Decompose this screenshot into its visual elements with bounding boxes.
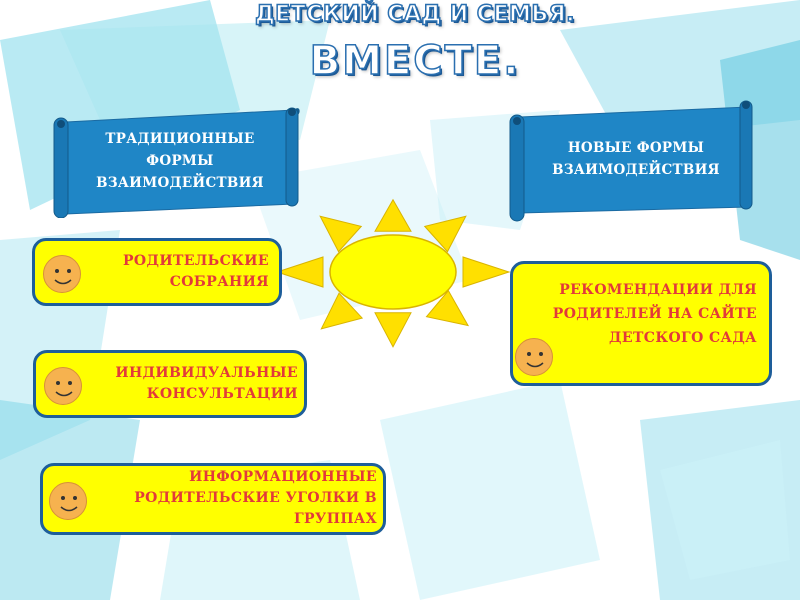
traditional-forms-label: ТРАДИЦИОННЫЕ ФОРМЫ ВЗАИМОДЕЙСТВИЯ: [96, 131, 264, 191]
card-label: РЕКОМЕНДАЦИИ ДЛЯ РОДИТЕЛЕЙ НА САЙТЕ ДЕТС…: [552, 282, 757, 346]
card-label: ИНФОРМАЦИОННЫЕ РОДИТЕЛЬСКИЕ УГОЛКИ В ГРУ…: [134, 469, 377, 527]
new-forms-label: НОВЫЕ ФОРМЫ ВЗАИМОДЕЙСТВИЯ: [552, 140, 720, 178]
traditional-forms-banner: ТРАДИЦИОННЫЕ ФОРМЫ ВЗАИМОДЕЙСТВИЯ: [50, 100, 306, 218]
scroll-shape: [509, 100, 753, 222]
smiley-icon: [44, 367, 82, 405]
page-title-line-1: ДЕТСКИЙ САД И СЕМЬЯ.: [254, 1, 575, 28]
page-title-line-2: ВМЕСТЕ.: [309, 37, 521, 85]
card-parent-meetings: РОДИТЕЛЬСКИЕ СОБРАНИЯ: [32, 238, 282, 306]
card-website-recommendations: РЕКОМЕНДАЦИИ ДЛЯ РОДИТЕЛЕЙ НА САЙТЕ ДЕТС…: [510, 261, 772, 386]
card-information-corners: ИНФОРМАЦИОННЫЕ РОДИТЕЛЬСКИЕ УГОЛКИ В ГРУ…: [40, 463, 386, 535]
smiley-icon: [515, 338, 553, 376]
scroll-shape: [53, 107, 300, 218]
card-label: ИНДИВИДУАЛЬНЫЕ КОНСУЛЬТАЦИИ: [115, 365, 298, 402]
smiley-icon: [43, 255, 81, 293]
card-individual-consultations: ИНДИВИДУАЛЬНЫЕ КОНСУЛЬТАЦИИ: [33, 350, 307, 418]
card-label: РОДИТЕЛЬСКИЕ СОБРАНИЯ: [123, 253, 269, 290]
smiley-icon: [49, 482, 87, 520]
new-forms-banner: НОВЫЕ ФОРМЫ ВЗАИМОДЕЙСТВИЯ: [508, 95, 756, 225]
